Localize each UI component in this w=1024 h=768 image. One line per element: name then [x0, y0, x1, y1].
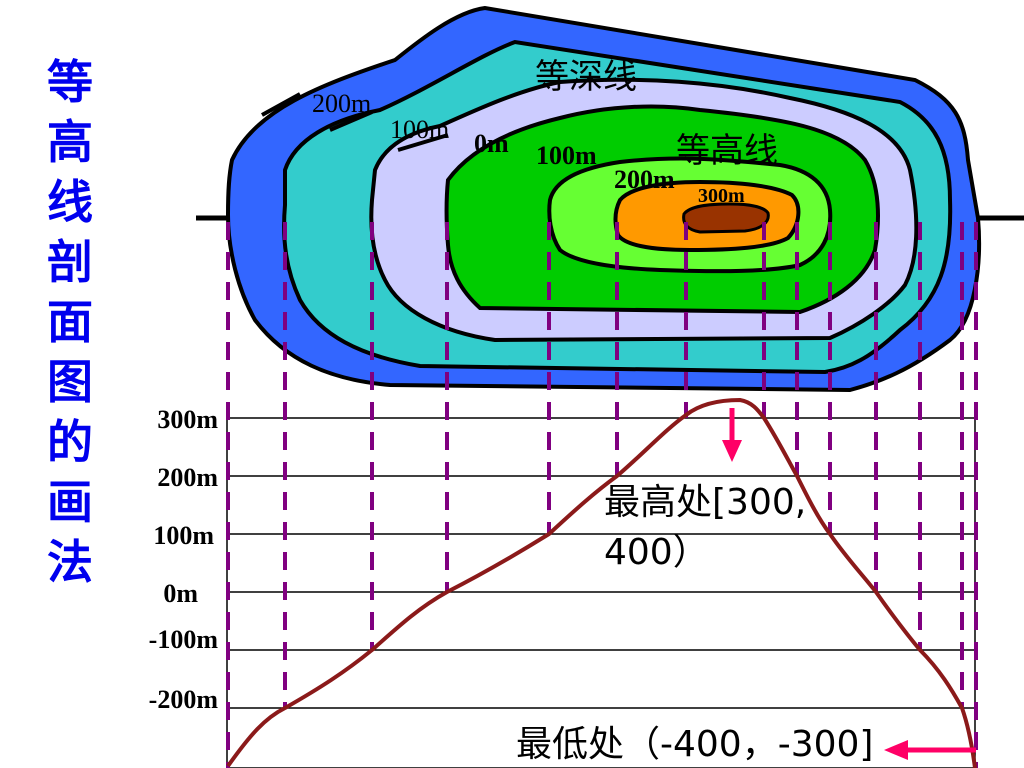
axis-label: 0m	[163, 579, 198, 608]
title-char: 线	[47, 175, 93, 229]
label-depth-200: 200m	[312, 89, 371, 118]
lowest-label: 最低处（-400，-300]	[516, 724, 873, 765]
contour-tick	[329, 110, 373, 132]
profile-curve	[226, 397, 977, 768]
title-char: 高	[47, 115, 93, 169]
title-char: 画	[47, 475, 93, 529]
title-char: 面	[47, 295, 93, 349]
axis-label: -200m	[149, 685, 219, 714]
axis-label: 100m	[153, 521, 214, 550]
title-char: 剖	[47, 235, 93, 289]
highest-arrow-head	[722, 440, 742, 462]
lowest-arrow-head	[884, 740, 908, 760]
annotations: 最高处[300, 400） 最低处（-400，-300]	[516, 408, 976, 765]
height-300-region	[682, 202, 770, 234]
label-height-200: 200m	[614, 165, 675, 194]
title-char: 的	[47, 415, 93, 469]
contour-tick	[397, 133, 449, 152]
contour-map: 等深线 等高线 200m 100m 0m 100m 200m 300m	[196, 5, 1024, 393]
label-zero: 0m	[474, 129, 509, 158]
axis-label: 200m	[157, 463, 218, 492]
axis-label: -100m	[149, 625, 219, 654]
title-char: 图	[47, 355, 93, 409]
label-depth-100: 100m	[390, 115, 449, 144]
axis-label: 300m	[157, 405, 218, 434]
vertical-title: 等高线剖面图的画法	[42, 52, 98, 592]
label-height-100: 100m	[536, 141, 597, 170]
grid-frame	[226, 417, 976, 768]
depth-line-label: 等深线	[535, 57, 637, 97]
title-char: 等	[47, 55, 93, 109]
contour-line-label: 等高线	[676, 131, 778, 171]
highest-label: 最高处[300,	[604, 482, 806, 523]
projection-lines	[226, 222, 978, 768]
highest-label-cont: 400）	[604, 532, 709, 573]
contour-tick	[261, 92, 301, 117]
label-height-300: 300m	[698, 185, 745, 207]
title-char: 法	[47, 535, 93, 589]
